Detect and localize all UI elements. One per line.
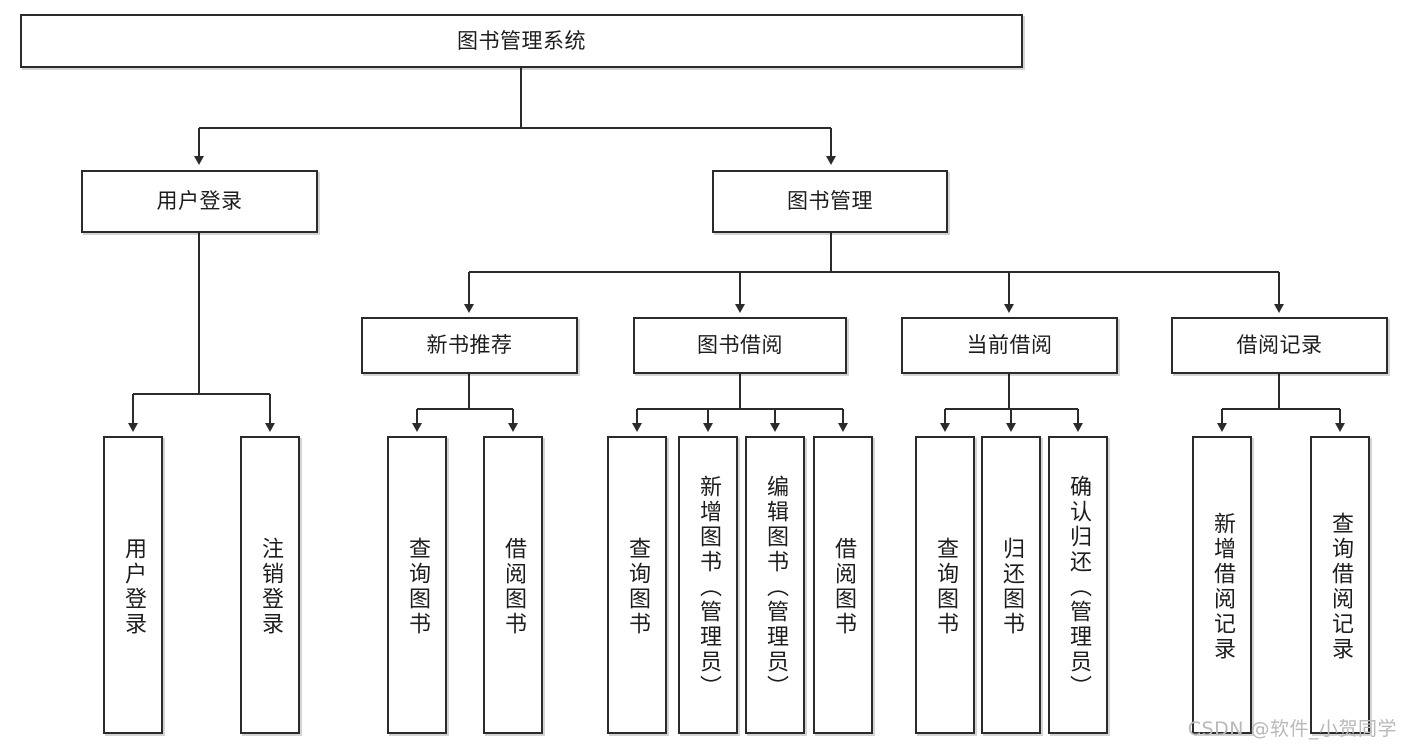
node-leaf-add-book[interactable]: 新增图书（管理员）	[678, 436, 738, 734]
node-label: 归还图书	[999, 537, 1024, 637]
node-label: 新增图书（管理员）	[696, 474, 721, 700]
node-label: 借阅图书	[501, 537, 526, 637]
node-leaf-query-book-3[interactable]: 查询图书	[915, 436, 975, 734]
node-leaf-user-login[interactable]: 用户登录	[103, 436, 163, 734]
node-book-manage[interactable]: 图书管理	[712, 170, 948, 233]
node-label: 新增借阅记录	[1210, 512, 1235, 662]
node-new-book-recommend[interactable]: 新书推荐	[361, 317, 578, 374]
node-label: 查询图书	[933, 537, 958, 637]
node-label: 注销登录	[258, 537, 283, 637]
node-label: 当前借阅	[966, 333, 1053, 358]
node-leaf-add-borrow-record[interactable]: 新增借阅记录	[1192, 436, 1252, 734]
node-label: 编辑图书（管理员）	[763, 474, 788, 700]
node-label: 用户登录	[121, 537, 146, 637]
node-label: 查询借阅记录	[1328, 512, 1353, 662]
node-user-login[interactable]: 用户登录	[81, 170, 318, 233]
node-leaf-return-book[interactable]: 归还图书	[981, 436, 1041, 734]
node-leaf-logout[interactable]: 注销登录	[240, 436, 300, 734]
node-label: 查询图书	[405, 537, 430, 637]
node-label: 图书管理	[787, 189, 873, 214]
node-current-borrow[interactable]: 当前借阅	[901, 317, 1118, 374]
node-book-borrow[interactable]: 图书借阅	[633, 317, 847, 374]
node-label: 借阅图书	[831, 537, 856, 637]
node-leaf-edit-book[interactable]: 编辑图书（管理员）	[745, 436, 805, 734]
node-leaf-confirm-return[interactable]: 确认归还（管理员）	[1048, 436, 1108, 734]
node-label: 查询图书	[625, 537, 650, 637]
node-root-system[interactable]: 图书管理系统	[20, 14, 1023, 68]
node-label: 图书管理系统	[457, 28, 586, 53]
node-borrow-record[interactable]: 借阅记录	[1171, 317, 1388, 374]
node-leaf-borrow-book-2[interactable]: 借阅图书	[813, 436, 873, 734]
node-leaf-query-book-2[interactable]: 查询图书	[607, 436, 667, 734]
node-leaf-borrow-book-1[interactable]: 借阅图书	[483, 436, 543, 734]
node-label: 借阅记录	[1236, 333, 1323, 358]
node-label: 确认归还（管理员）	[1066, 474, 1091, 700]
node-label: 新书推荐	[426, 333, 513, 358]
watermark-text: CSDN @软件_小贺同学	[1187, 718, 1397, 740]
node-label: 图书借阅	[697, 333, 783, 358]
node-leaf-query-book-1[interactable]: 查询图书	[387, 436, 447, 734]
node-leaf-query-borrow-record[interactable]: 查询借阅记录	[1310, 436, 1370, 734]
node-label: 用户登录	[156, 189, 243, 214]
